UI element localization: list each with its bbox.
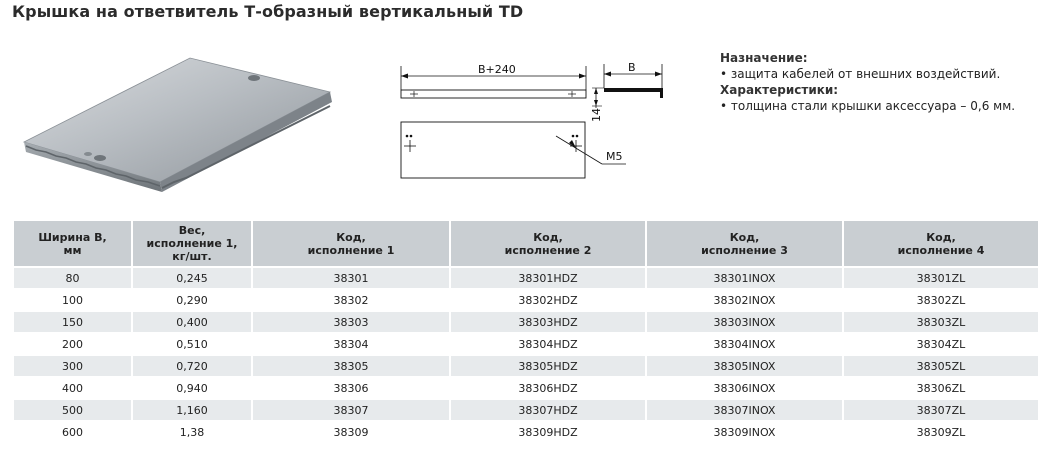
table-cell: 0,720 [132, 355, 253, 378]
table-cell: 38306ZL [843, 377, 1038, 400]
table-cell: 38306 [252, 377, 451, 400]
table-cell: 38302HDZ [450, 289, 647, 312]
specs-item: • толщина стали крышки аксессуара – 0,6 … [720, 99, 1016, 113]
dim-thread-label: M5 [606, 150, 623, 163]
table-cell: 38307ZL [843, 399, 1038, 422]
table-cell: 400 [14, 377, 133, 400]
spec-table: Ширина B,мм Вес,исполнение 1,кг/шт. Код,… [14, 221, 1038, 444]
table-cell: 0,245 [132, 267, 253, 290]
header-line: исполнение 2 [504, 243, 592, 257]
table-cell: 38309HDZ [450, 421, 647, 444]
header-line: исполнение 1 [307, 243, 395, 257]
table-cell: 38302 [252, 289, 451, 312]
col-header-weight: Вес,исполнение 1,кг/шт. [132, 221, 253, 268]
table-cell: 500 [14, 399, 133, 422]
table-cell: 38305ZL [843, 355, 1038, 378]
header-line: Код, [729, 230, 760, 244]
table-cell: 38304 [252, 333, 451, 356]
description-block: Назначение: • защита кабелей от внешних … [720, 50, 1038, 114]
table-cell: 1,160 [132, 399, 253, 422]
table-cell: 0,940 [132, 377, 253, 400]
table-cell: 300 [14, 355, 133, 378]
header-line: исполнение 1, [146, 237, 238, 250]
purpose-heading: Назначение: [720, 51, 808, 65]
table-cell: 1,38 [132, 421, 253, 444]
specs-heading: Характеристики: [720, 83, 839, 97]
page-title: Крышка на ответвитель Т-образный вертика… [12, 2, 524, 21]
table-cell: 38302INOX [646, 289, 844, 312]
header-line: Код, [926, 230, 956, 244]
table-cell: 38301INOX [646, 267, 844, 290]
technical-drawing: B+240 B 14 M5 [400, 61, 663, 179]
table-cell: 150 [14, 311, 133, 334]
table-cell: 80 [14, 267, 133, 290]
table-cell: 38303INOX [646, 311, 844, 334]
header-line: Код, [336, 230, 366, 244]
header-line: мм [63, 243, 82, 257]
table-cell: 38307INOX [646, 399, 844, 422]
table-cell: 38304ZL [843, 333, 1038, 356]
table-cell: 38301HDZ [450, 267, 647, 290]
table-cell: 38305 [252, 355, 451, 378]
header-line: Ширина B, [38, 230, 107, 244]
header-line: исполнение 3 [701, 243, 788, 257]
header-line: Код, [533, 230, 563, 244]
col-header-code-4: Код,исполнение 4 [843, 221, 1038, 268]
table-cell: 0,510 [132, 333, 253, 356]
purpose-item: • защита кабелей от внешних воздействий. [720, 67, 1001, 81]
table-cell: 38303 [252, 311, 451, 334]
table-cell: 38301ZL [843, 267, 1038, 290]
table-cell: 38303ZL [843, 311, 1038, 334]
dim-b-label: B [628, 61, 636, 74]
table-cell: 200 [14, 333, 133, 356]
table-cell: 38305HDZ [450, 355, 647, 378]
col-header-code-2: Код,исполнение 2 [450, 221, 647, 268]
table-cell: 38309ZL [843, 421, 1038, 444]
col-header-code-3: Код,исполнение 3 [646, 221, 844, 268]
table-cell: 38301 [252, 267, 451, 290]
table-header-row: Ширина B,мм Вес,исполнение 1,кг/шт. Код,… [14, 221, 1038, 268]
header-line: исполнение 4 [897, 243, 985, 257]
header-line: кг/шт. [172, 250, 212, 263]
col-header-code-1: Код,исполнение 1 [252, 221, 451, 268]
table-cell: 38306HDZ [450, 377, 647, 400]
table-cell: 38309INOX [646, 421, 844, 444]
col-header-width: Ширина B,мм [14, 221, 133, 268]
table-cell: 38303HDZ [450, 311, 647, 334]
table-cell: 38306INOX [646, 377, 844, 400]
dim-width-label: B+240 [478, 63, 516, 76]
table-cell: 100 [14, 289, 133, 312]
table-cell: 38304INOX [646, 333, 844, 356]
table-cell: 38307 [252, 399, 451, 422]
table-cell: 38304HDZ [450, 333, 647, 356]
table-cell: 600 [14, 421, 133, 444]
table-cell: 38307HDZ [450, 399, 647, 422]
table-cell: 0,400 [132, 311, 253, 334]
header-line: Вес, [178, 224, 206, 237]
table-cell: 0,290 [132, 289, 253, 312]
table-cell: 38309 [252, 421, 451, 444]
table-cell: 38302ZL [843, 289, 1038, 312]
product-photo [22, 57, 332, 192]
table-cell: 38305INOX [646, 355, 844, 378]
dim-height-label: 14 [590, 108, 603, 122]
